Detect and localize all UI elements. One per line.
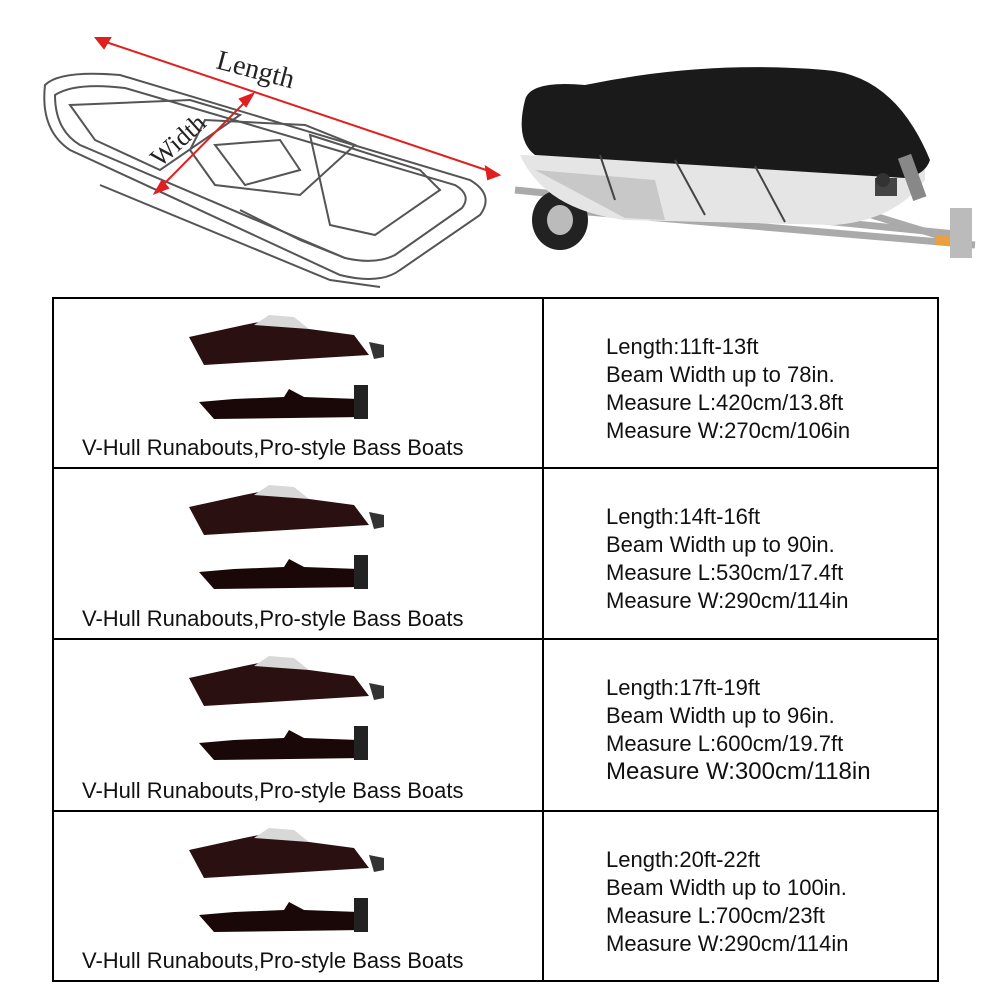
spec-cell: Length:17ft-19ft Beam Width up to 96in. … (606, 674, 871, 786)
size-row-1: V-Hull Runabouts,Pro-style Bass Boats Le… (54, 299, 937, 469)
beam-width: Beam Width up to 100in. (606, 875, 847, 900)
length-arrow (93, 37, 502, 181)
boat-silhouettes-icon (189, 485, 384, 589)
boat-outline-drawing (43, 72, 487, 288)
boat-type-caption: V-Hull Runabouts,Pro-style Bass Boats (82, 435, 464, 460)
boat-type-cell: V-Hull Runabouts,Pro-style Bass Boats (54, 812, 542, 980)
beam-width: Beam Width up to 90in. (606, 532, 835, 557)
size-row-2: V-Hull Runabouts,Pro-style Bass Boats Le… (54, 469, 937, 640)
boat-type-caption: V-Hull Runabouts,Pro-style Bass Boats (82, 606, 464, 631)
boat-silhouettes-icon (189, 656, 384, 760)
measure-length: Measure L:420cm/13.8ft (606, 390, 844, 415)
covered-boat-on-trailer-image (514, 67, 976, 258)
boat-type-caption: V-Hull Runabouts,Pro-style Bass Boats (82, 778, 464, 803)
boat-silhouettes-icon (189, 315, 384, 419)
measure-width: Measure W:290cm/114in (606, 931, 849, 956)
measure-length: Measure L:530cm/17.4ft (606, 560, 844, 585)
length-range: Length:20ft-22ft (606, 847, 761, 872)
spec-cell: Length:14ft-16ft Beam Width up to 90in. … (606, 503, 849, 615)
boat-type-cell: V-Hull Runabouts,Pro-style Bass Boats (54, 299, 542, 467)
measure-length: Measure L:600cm/19.7ft (606, 731, 844, 756)
boat-type-cell: V-Hull Runabouts,Pro-style Bass Boats (54, 640, 542, 810)
boat-type-cell: V-Hull Runabouts,Pro-style Bass Boats (54, 469, 542, 638)
beam-width: Beam Width up to 78in. (606, 362, 835, 387)
measure-width: Measure W:270cm/106in (606, 418, 851, 443)
length-range: Length:17ft-19ft (606, 675, 761, 700)
size-row-4: V-Hull Runabouts,Pro-style Bass Boats Le… (54, 812, 937, 980)
spec-cell: Length:11ft-13ft Beam Width up to 78in. … (606, 333, 850, 445)
spec-cell: Length:20ft-22ft Beam Width up to 100in.… (606, 846, 849, 958)
boat-type-caption: V-Hull Runabouts,Pro-style Bass Boats (82, 948, 464, 973)
size-row-3: V-Hull Runabouts,Pro-style Bass Boats Le… (54, 640, 937, 812)
measure-length: Measure L:700cm/23ft (606, 903, 825, 928)
measure-width: Measure W:290cm/114in (606, 588, 849, 613)
boat-silhouettes-icon (189, 828, 384, 932)
size-chart-table: V-Hull Runabouts,Pro-style Bass Boats Le… (52, 297, 939, 982)
width-arrow (152, 92, 256, 195)
measure-width: Measure W:300cm/118in (606, 758, 871, 785)
beam-width: Beam Width up to 96in. (606, 703, 835, 728)
length-range: Length:11ft-13ft (606, 334, 759, 359)
boat-measurement-diagram: Length Width (43, 37, 502, 288)
length-range: Length:14ft-16ft (606, 504, 761, 529)
length-label: Length (213, 45, 298, 95)
